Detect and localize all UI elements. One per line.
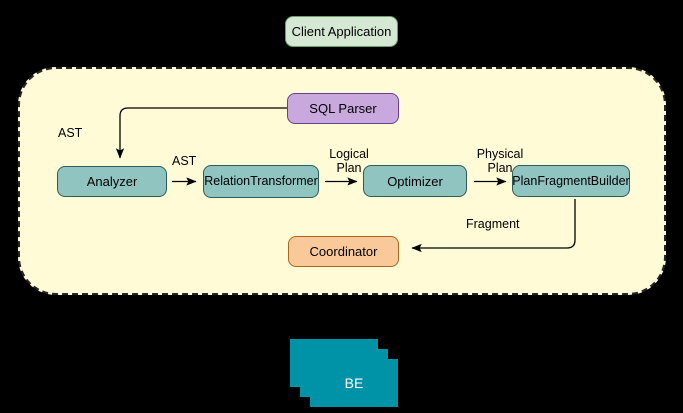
node-sql-parser[interactable]: SQL Parser	[287, 93, 399, 124]
node-be[interactable]: BE	[310, 359, 398, 407]
node-label-sql-parser: SQL Parser	[309, 101, 377, 116]
node-label-coordinator: Coordinator	[309, 244, 378, 259]
node-label-be: BE	[344, 375, 364, 391]
edge-label-physical-plan: Physical Plan	[476, 147, 524, 175]
edge-label-ast-to-relation-transformer: AST	[172, 154, 197, 168]
node-coordinator[interactable]: Coordinator	[288, 236, 399, 267]
node-analyzer[interactable]: Analyzer	[57, 166, 167, 197]
node-label-client-application: Client Application	[291, 24, 392, 39]
edge-label-logical-plan: Logical Plan	[329, 147, 369, 175]
node-optimizer[interactable]: Optimizer	[363, 165, 467, 197]
node-relation-transformer[interactable]: RelationTransformer	[203, 165, 319, 198]
node-label-analyzer: Analyzer	[86, 174, 138, 189]
edge-label-fragment: Fragment	[466, 217, 520, 231]
node-plan-fragment-builder[interactable]: PlanFragmentBuilder	[512, 165, 630, 197]
node-client-application[interactable]: Client Application	[285, 16, 398, 47]
node-label-optimizer: Optimizer	[387, 173, 443, 189]
edge-label-ast-from-parser: AST	[58, 126, 83, 140]
node-label-plan-fragment-builder: PlanFragmentBuilder	[512, 173, 630, 188]
node-label-relation-transformer: RelationTransformer	[204, 174, 318, 189]
